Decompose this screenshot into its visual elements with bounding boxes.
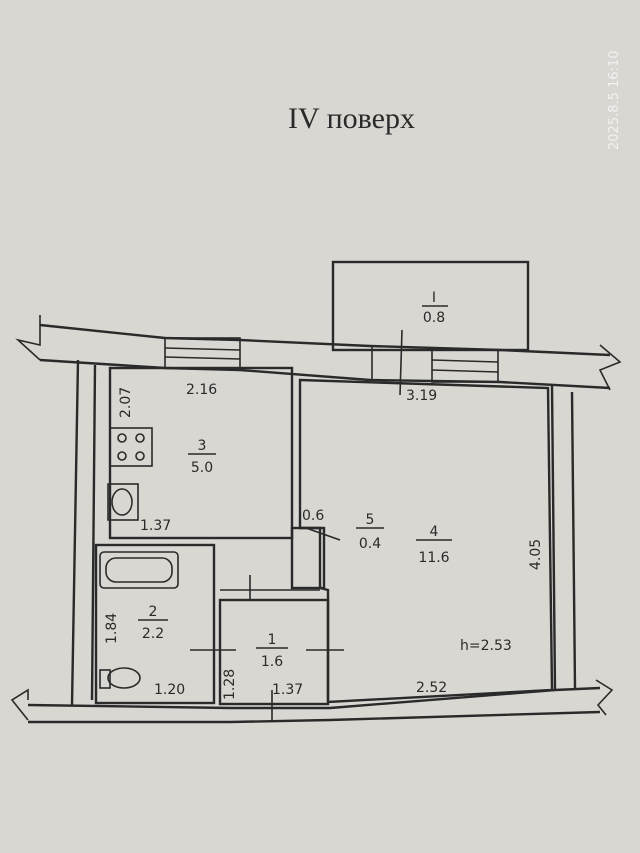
right-wall-inner bbox=[550, 384, 557, 691]
break-mark bbox=[10, 688, 29, 721]
dim-living-height: 4.05 bbox=[528, 539, 544, 570]
room-label-balcony: I 0.8 bbox=[422, 290, 448, 326]
balcony bbox=[331, 260, 530, 352]
svg-text:0.8: 0.8 bbox=[423, 310, 445, 326]
balcony-door bbox=[371, 329, 403, 396]
window-kitchen bbox=[164, 337, 241, 369]
page-title: IV поверх bbox=[288, 102, 415, 135]
dim-living-bottom: 2.52 bbox=[416, 680, 447, 696]
svg-text:1.6: 1.6 bbox=[261, 654, 283, 670]
ceiling-height: h=2.53 bbox=[460, 638, 512, 654]
toilet-icon bbox=[99, 667, 141, 689]
svg-text:I: I bbox=[432, 290, 436, 306]
top-wall-outer bbox=[39, 323, 611, 357]
dim-hall-height: 1.28 bbox=[222, 669, 238, 700]
svg-text:2.2: 2.2 bbox=[142, 626, 164, 642]
closet-leader bbox=[305, 527, 341, 541]
svg-text:0.4: 0.4 bbox=[359, 536, 381, 552]
room-2-bathroom bbox=[94, 543, 216, 705]
dim-hall-width: 1.37 bbox=[272, 682, 303, 698]
room-label-5: 5 0.4 bbox=[356, 512, 384, 552]
top-wall-inner bbox=[39, 358, 611, 390]
bathtub-icon bbox=[99, 551, 179, 589]
svg-text:4: 4 bbox=[430, 524, 439, 540]
dim-kitchen-height: 2.07 bbox=[118, 387, 134, 418]
room-label-2: 2 2.2 bbox=[138, 604, 168, 642]
svg-text:11.6: 11.6 bbox=[418, 550, 449, 566]
dim-living-width: 3.19 bbox=[406, 388, 437, 404]
dim-kitchen-lower: 1.37 bbox=[140, 518, 171, 534]
svg-text:5.0: 5.0 bbox=[191, 460, 213, 476]
left-wall-outer bbox=[70, 359, 80, 706]
stove-icon bbox=[109, 427, 153, 467]
room-4-living bbox=[298, 378, 554, 704]
svg-text:3: 3 bbox=[198, 438, 207, 454]
svg-text:2: 2 bbox=[149, 604, 158, 620]
break-mark bbox=[595, 679, 614, 716]
window-living bbox=[431, 349, 499, 383]
right-wall-outer bbox=[570, 391, 577, 689]
dim-bath-height: 1.84 bbox=[104, 613, 120, 644]
break-mark bbox=[15, 315, 41, 361]
room-1-hallway bbox=[218, 598, 330, 706]
dim-kitchen-width: 2.16 bbox=[186, 382, 217, 398]
dim-closet-width: 0.6 bbox=[302, 508, 324, 524]
bottom-wall-inner bbox=[28, 710, 601, 724]
room-label-1: 1 1.6 bbox=[256, 632, 288, 670]
bottom-wall-outer bbox=[27, 686, 601, 710]
timestamp: 2025.8.5 16:10 bbox=[607, 51, 622, 151]
sink-icon bbox=[107, 483, 139, 521]
room-label-3: 3 5.0 bbox=[188, 438, 216, 476]
svg-text:5: 5 bbox=[366, 512, 375, 528]
left-wall-inner bbox=[90, 364, 97, 701]
svg-text:1: 1 bbox=[268, 632, 277, 648]
break-mark bbox=[598, 344, 622, 391]
dim-bath-width: 1.20 bbox=[154, 682, 185, 698]
room-label-4: 4 11.6 bbox=[416, 524, 452, 566]
